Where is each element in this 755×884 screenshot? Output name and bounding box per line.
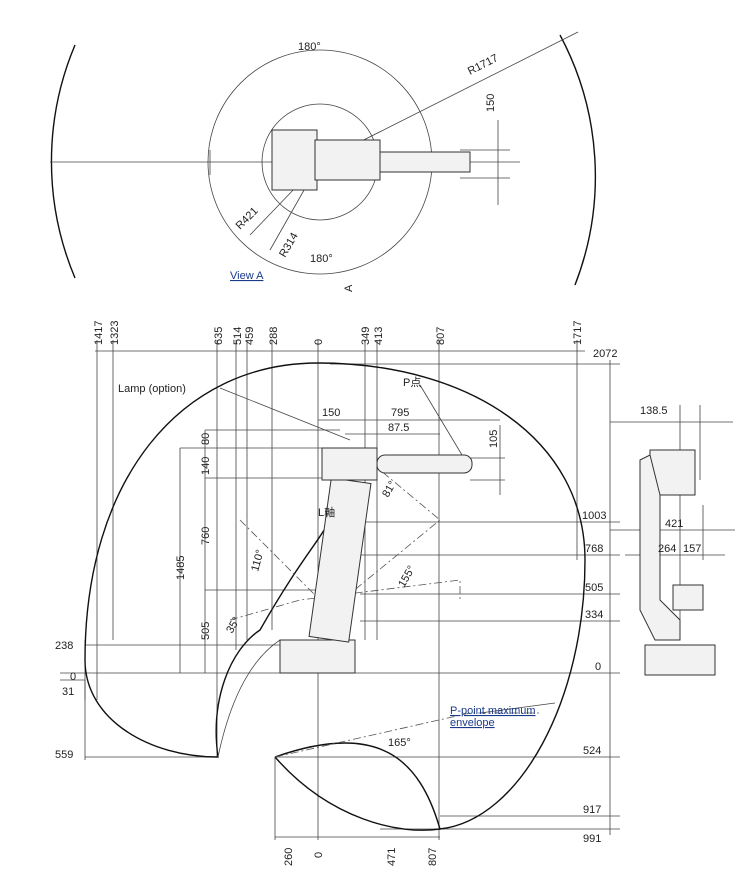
envelope-label-line1: P-point maximum [450, 705, 536, 717]
robot-arm-top [314, 139, 381, 181]
dim-1003: 1003 [582, 510, 606, 522]
dim-0: 0 [313, 339, 325, 345]
robot-lower-arm [308, 477, 372, 643]
end-view: 138.5 421 264 157 [610, 405, 735, 676]
dim-1417: 1417 [93, 321, 105, 345]
max-reach-arc-left [50, 44, 76, 279]
dim-413: 413 [373, 327, 385, 345]
dim-471: 471 [386, 848, 398, 866]
top-view: 180° 180° R1717 R421 R314 150 View A A [50, 31, 597, 292]
angle-81: 81° [380, 479, 399, 499]
dim-138-5: 138.5 [640, 405, 668, 417]
angle-110: 110° [249, 548, 266, 572]
dim-807-bottom: 807 [427, 848, 439, 866]
dim-991: 991 [583, 833, 601, 845]
envelope-label-line2: envelope [450, 717, 495, 729]
dim-105: 105 [488, 430, 500, 448]
envelope-bottom-arc [274, 756, 441, 831]
end-view-arm [639, 454, 681, 641]
dim-80: 80 [200, 433, 212, 445]
dim-31: 31 [62, 686, 74, 698]
dim-795: 795 [391, 407, 409, 419]
dim-559: 559 [55, 749, 73, 761]
dim-1485: 1485 [175, 556, 187, 580]
view-caption: View A [230, 270, 264, 282]
l-axis-label: L軸 [318, 505, 335, 519]
dim-0-left: 0 [70, 671, 76, 683]
dim-288: 288 [268, 327, 280, 345]
dim-514: 514 [232, 327, 244, 345]
robot-forearm-side [376, 454, 473, 474]
angle-165: 165° [388, 737, 411, 749]
p-point-envelope [84, 362, 586, 830]
dim-505-left: 505 [200, 622, 212, 640]
dim-2072: 2072 [593, 348, 617, 360]
offset-150: 150 [485, 94, 497, 112]
max-reach-arc-right [559, 34, 597, 286]
view-arrow-label: A [343, 284, 355, 292]
dim-807: 807 [435, 327, 447, 345]
dim-334: 334 [585, 609, 603, 621]
side-view: 1417 1323 635 514 459 288 0 349 413 807 … [55, 321, 620, 866]
dim-917: 917 [583, 804, 601, 816]
lamp-label: Lamp (option) [118, 383, 186, 395]
robot-upper-arm [321, 447, 378, 481]
dim-768: 768 [585, 543, 603, 555]
robot-forearm-top [379, 151, 471, 173]
robot-base-top [271, 129, 318, 191]
dim-157: 157 [683, 543, 701, 555]
dim-87-5: 87.5 [388, 422, 409, 434]
dim-0-right: 0 [595, 661, 601, 673]
dim-264: 264 [658, 543, 676, 555]
angle-bottom: 180° [310, 253, 333, 265]
dim-140: 140 [200, 457, 212, 475]
dim-1717: 1717 [572, 321, 584, 345]
angle-35: 35° [224, 615, 243, 635]
dim-349: 349 [360, 327, 372, 345]
dim-505: 505 [585, 582, 603, 594]
dim-150: 150 [322, 407, 340, 419]
end-view-motor [672, 584, 704, 611]
dim-0-bottom: 0 [313, 852, 325, 858]
p-point-label: P点 [403, 376, 421, 389]
dim-524: 524 [583, 745, 601, 757]
dim-459: 459 [244, 327, 256, 345]
dim-238: 238 [55, 640, 73, 652]
dim-760: 760 [200, 527, 212, 545]
angle-top: 180° [298, 41, 321, 53]
dim-260: 260 [283, 848, 295, 866]
dim-1323: 1323 [109, 321, 121, 345]
dim-421: 421 [665, 518, 683, 530]
radius-314: R314 [277, 231, 301, 260]
dim-635: 635 [213, 327, 225, 345]
robot-base-side [279, 639, 356, 674]
end-view-base [644, 644, 716, 676]
